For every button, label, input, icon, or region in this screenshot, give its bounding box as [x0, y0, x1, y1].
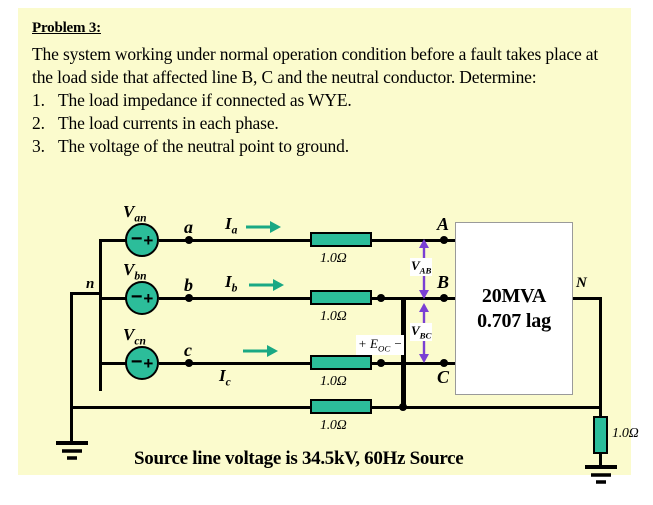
source-van-minus-sign: − — [130, 228, 143, 250]
resistor-line-a — [310, 232, 372, 247]
resistor-neutral-line-value: 1.0Ω — [320, 418, 347, 433]
node-dot-c — [185, 359, 193, 367]
node-dot-a — [185, 236, 193, 244]
list-item: 2. The load currents in each phase. — [32, 112, 612, 135]
wire-left-ground-stem — [70, 406, 73, 442]
current-label-ia: Ia — [225, 214, 238, 237]
source-van-label: Van — [123, 202, 147, 225]
source-vcn: − + — [125, 346, 159, 380]
wire-phase-c-right — [371, 362, 470, 365]
list-item-label: The load impedance if connected as WYE. — [58, 90, 352, 110]
current-arrow-ic-icon — [243, 345, 278, 357]
load-rating-mva: 20MVA — [481, 284, 547, 307]
junction-dot-c-left — [377, 359, 385, 367]
wire-phase-a-right — [371, 239, 470, 242]
list-item: 1. The load impedance if connected as WY… — [32, 89, 612, 112]
resistor-line-c — [310, 355, 372, 370]
wire-right-ground-stem-upper — [599, 406, 602, 417]
source-van-plus-sign: + — [143, 230, 154, 250]
node-label-load-b: B — [437, 272, 450, 292]
wire-phase-b-right — [371, 297, 470, 300]
problem-text-block: Problem 3: The system working under norm… — [32, 20, 612, 158]
node-label-c: c — [184, 340, 192, 360]
voltage-label-vab: VAB — [410, 258, 433, 276]
slide-page: Problem 3: The system working under norm… — [18, 8, 639, 484]
node-label-load-n: N — [576, 275, 587, 291]
circuit-diagram: 20MVA 0.707 lag − + − + − + — [18, 8, 639, 484]
current-arrow-ia-icon — [246, 221, 281, 233]
wire-c-to-neutral — [401, 362, 404, 408]
problem-title: Problem 3: — [32, 20, 101, 36]
wire-neutral-bus-vertical — [99, 239, 102, 391]
wire-right-ground-stem-lower — [599, 453, 602, 467]
resistor-neutral-line — [310, 399, 372, 414]
list-item-number: 3. — [32, 136, 45, 156]
list-item-label: The voltage of the neutral point to grou… — [58, 136, 349, 156]
resistor-ground-neutral-value: 1.0Ω — [612, 426, 639, 441]
ground-symbol-left-icon — [56, 441, 88, 460]
wire-phase-a-mid — [159, 239, 311, 242]
list-item: 3. The voltage of the neutral point to g… — [32, 135, 612, 158]
wire-phase-b-left — [99, 297, 126, 300]
ground-symbol-right-icon — [585, 465, 617, 484]
source-vbn-minus-sign: − — [130, 286, 143, 308]
source-van: − + — [125, 223, 159, 257]
junction-dot-neutral-bus — [399, 403, 407, 411]
resistor-line-b-value: 1.0Ω — [320, 309, 347, 324]
resistor-ground-neutral — [593, 416, 608, 454]
wire-neutral-to-ground-vertical — [70, 292, 73, 408]
node-dot-load-c — [440, 359, 448, 367]
node-label-b: b — [184, 275, 193, 295]
source-vcn-label: Vcn — [123, 325, 146, 348]
wire-phase-a-left — [99, 239, 126, 242]
node-dot-b — [185, 294, 193, 302]
node-label-load-c: C — [437, 367, 450, 387]
wire-n-to-left-rail — [70, 292, 102, 295]
resistor-line-c-value: 1.0Ω — [320, 374, 347, 389]
source-vcn-minus-sign: − — [130, 351, 143, 373]
source-vcn-plus-sign: + — [143, 353, 154, 373]
source-vbn-plus-sign: + — [143, 288, 154, 308]
current-label-ib: Ib — [225, 272, 238, 295]
node-dot-load-b — [440, 294, 448, 302]
current-arrow-ib-icon — [249, 279, 284, 291]
voltage-label-vbc: VBC — [410, 323, 433, 341]
node-label-n: n — [86, 276, 95, 292]
wire-load-neutral-out — [571, 297, 602, 300]
list-item-number: 1. — [32, 90, 45, 110]
node-dot-load-a — [440, 236, 448, 244]
current-label-ic: Ic — [219, 366, 231, 389]
resistor-line-b — [310, 290, 372, 305]
eoc-label: + EOC − — [356, 335, 405, 355]
node-label-a: a — [184, 217, 193, 237]
list-item-label: The load currents in each phase. — [58, 113, 279, 133]
resistor-line-a-value: 1.0Ω — [320, 251, 347, 266]
node-label-load-a: A — [437, 214, 450, 234]
wire-load-neutral-down — [599, 297, 602, 409]
wire-phase-c-mid — [159, 362, 311, 365]
load-box: 20MVA 0.707 lag — [455, 222, 573, 395]
list-item-number: 2. — [32, 113, 45, 133]
diagram-caption: Source line voltage is 34.5kV, 60Hz Sour… — [134, 448, 464, 469]
wire-phase-c-left — [99, 362, 126, 365]
problem-paragraph: The system working under normal operatio… — [32, 44, 599, 87]
load-power-factor: 0.707 lag — [477, 309, 551, 332]
source-vbn: − + — [125, 281, 159, 315]
junction-dot-b-left — [377, 294, 385, 302]
problem-question-list: 1. The load impedance if connected as WY… — [32, 89, 612, 158]
wire-phase-b-mid — [159, 297, 311, 300]
source-vbn-label: Vbn — [123, 260, 147, 283]
